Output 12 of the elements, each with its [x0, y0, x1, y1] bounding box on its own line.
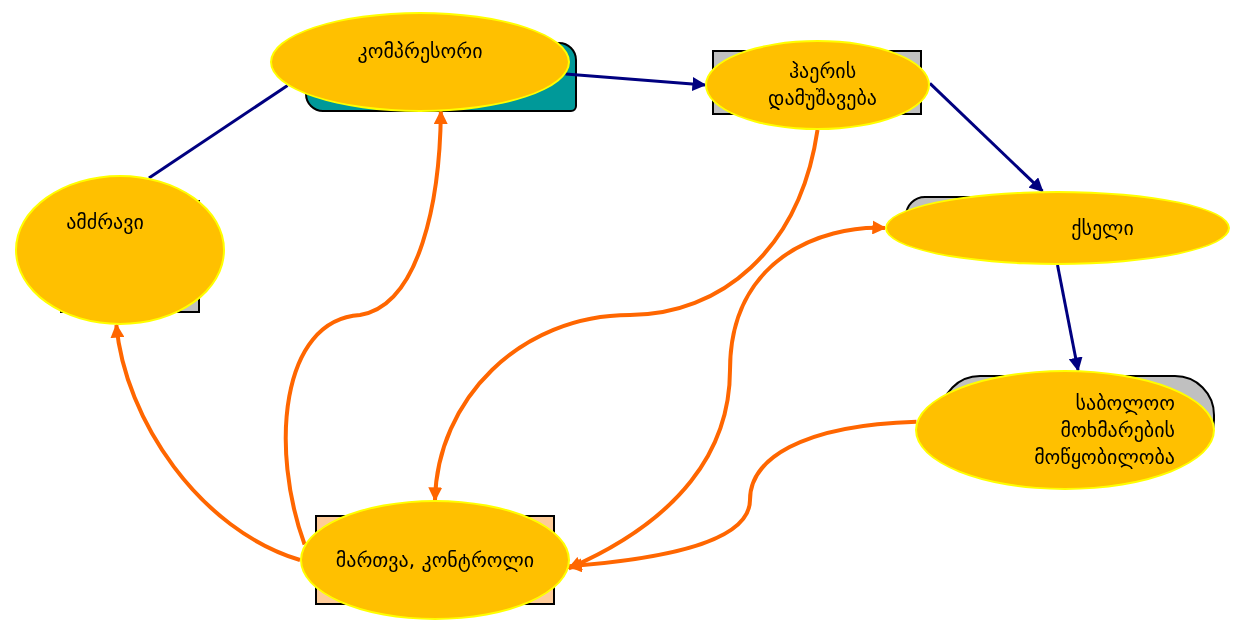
connector-arrow [928, 82, 1044, 193]
connector-arrow [111, 323, 301, 562]
node-label: ქსელი [1071, 214, 1134, 242]
node-label: საბოლოო მოხმარების მოწყობილობა [1033, 389, 1175, 471]
connector-arrow [1056, 264, 1083, 372]
node-label: ამძრავი [66, 209, 144, 236]
node-label: ჰაერის დამუშავება [767, 58, 878, 112]
connector-arrow [565, 72, 707, 91]
node-label: კომპრესორი [357, 38, 483, 65]
connector-arrow [429, 129, 820, 502]
node-label: მართვა, კონტროლი [335, 546, 535, 574]
connector-arrow [283, 110, 448, 546]
